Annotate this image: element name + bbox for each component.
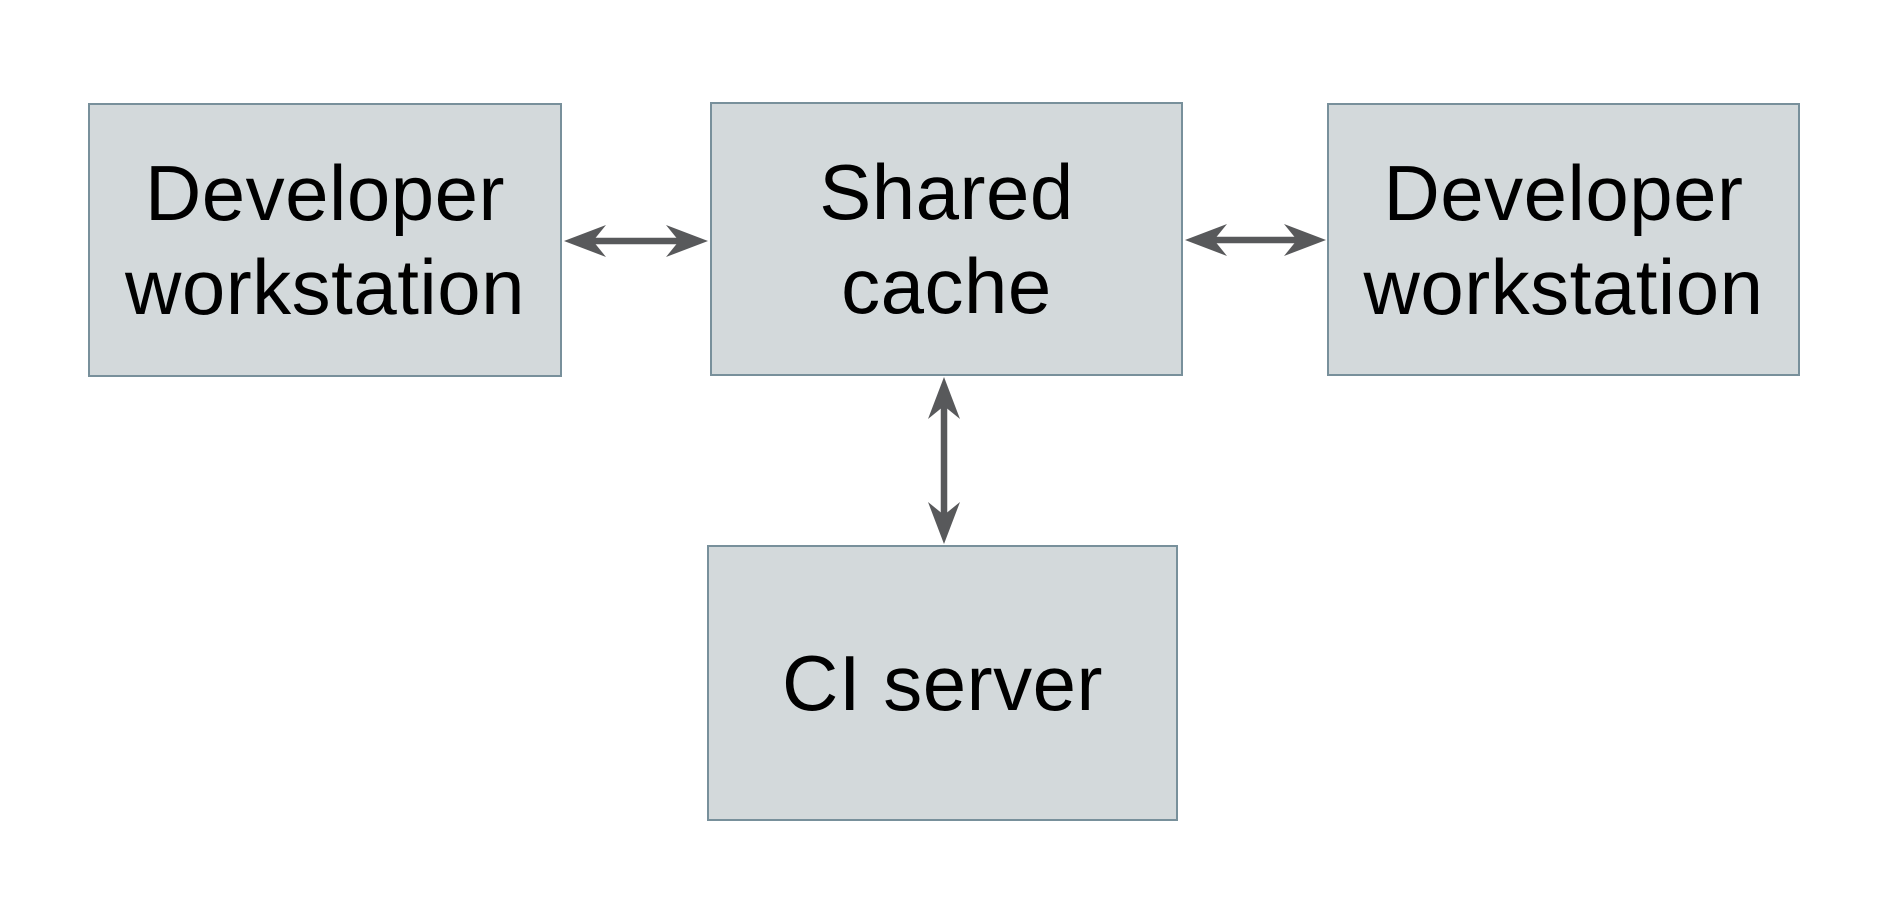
node-developer-workstation-right: Developer workstation — [1327, 103, 1800, 376]
edge-sharedcache-devright-double-arrow — [1185, 224, 1326, 256]
node-label-developer-workstation-left: Developer workstation — [125, 149, 525, 331]
edge-sharedcache-ciserver-double-arrow — [928, 377, 960, 544]
node-ci-server: CI server — [707, 545, 1178, 821]
node-label-developer-workstation-right: Developer workstation — [1363, 148, 1764, 331]
edge-devleft-sharedcache-double-arrow — [564, 225, 708, 257]
node-developer-workstation-left: Developer workstation — [88, 103, 562, 377]
node-label-shared-cache: Shared cache — [819, 148, 1074, 330]
node-label-ci-server: CI server — [782, 639, 1103, 727]
node-shared-cache: Shared cache — [710, 102, 1183, 376]
